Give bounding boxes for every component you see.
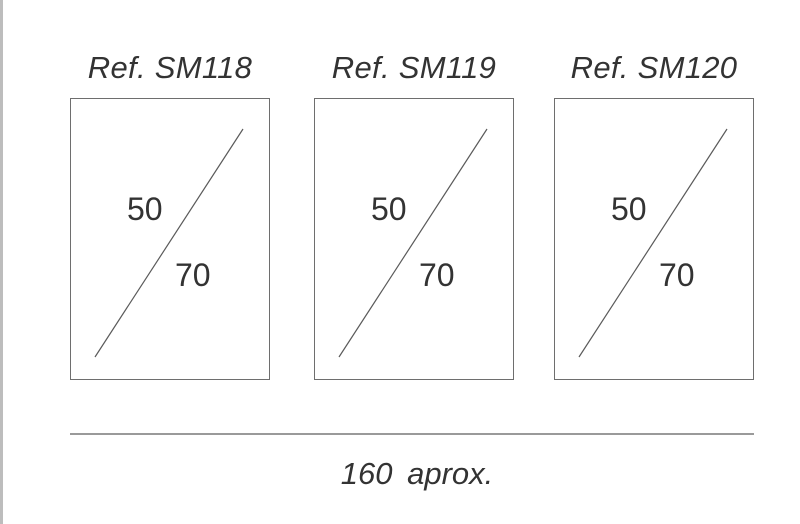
diagonal-line [578, 128, 728, 358]
total-width-label: 160 aprox. [340, 456, 494, 491]
panel-sm118: Ref. SM118 50 70 [70, 40, 270, 385]
panel-outline: 50 70 [314, 98, 514, 380]
panel-width-label: 50 [371, 191, 407, 227]
panel-height-label: 70 [175, 257, 211, 293]
panel-reference-label: Ref. SM120 [570, 50, 738, 85]
diagonal-line [338, 128, 488, 358]
panel-diagonal [578, 128, 728, 358]
panel-outline: 50 70 [554, 98, 754, 380]
panel-sm119: Ref. SM119 50 70 [314, 40, 514, 385]
panel-diagonal [94, 128, 244, 358]
panel-sm120: Ref. SM120 50 70 [554, 40, 754, 385]
panel-height-label: 70 [419, 257, 455, 293]
panel-diagonal [338, 128, 488, 358]
panel-width-label: 50 [611, 191, 647, 227]
panel-outline: 50 70 [70, 98, 270, 380]
panel-width-label: 50 [127, 191, 163, 227]
panel-height-label: 70 [659, 257, 695, 293]
left-edge-border [0, 0, 3, 524]
panel-reference-label: Ref. SM118 [87, 50, 253, 85]
panel-reference-label: Ref. SM119 [331, 50, 497, 85]
total-width-dimension-line [70, 433, 754, 435]
diagonal-line [94, 128, 244, 358]
